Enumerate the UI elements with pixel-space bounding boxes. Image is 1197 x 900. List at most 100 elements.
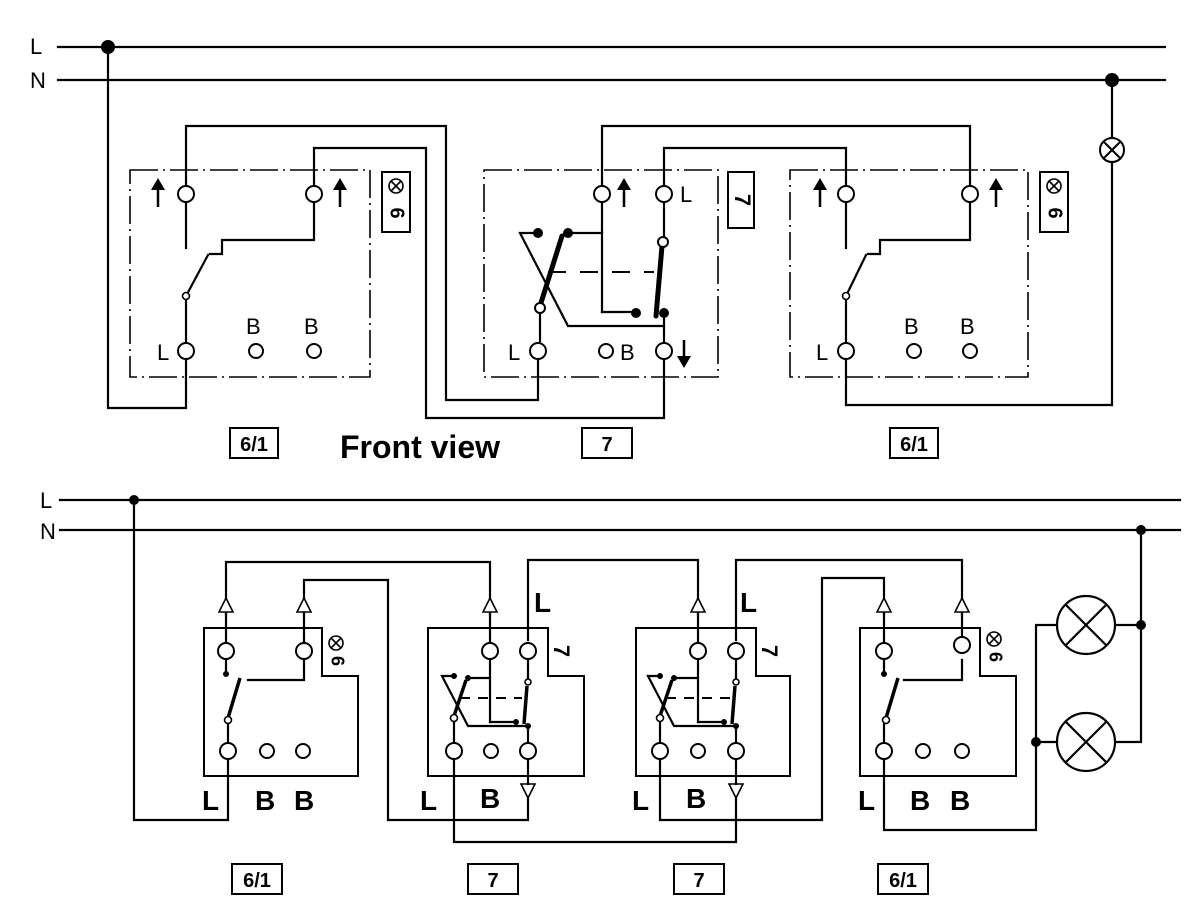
b-sw3-dot-a <box>721 719 727 725</box>
sw1-terminal-top-right <box>305 185 323 203</box>
bottom-tag-1: 6/1 <box>243 870 271 892</box>
top-tag-2-box <box>581 427 633 459</box>
sw2-up-arrow-icon <box>617 178 631 207</box>
sw3-pivot <box>841 291 851 301</box>
b-wire-traveler-2 <box>302 578 530 822</box>
b-sw3-terminal-l <box>651 742 669 760</box>
sw2-pivot-left <box>534 302 546 314</box>
sw3-terminal-top-left <box>837 185 855 203</box>
sw1-l-label: L <box>157 340 169 365</box>
b-sw3-top-l-label: L <box>740 587 757 618</box>
side-tag-7-mid-label: 7 <box>730 194 755 206</box>
sw3-lever <box>844 253 868 298</box>
b-wire-traveler-5 <box>734 558 964 642</box>
top-tag-3: 6/1 <box>900 434 928 456</box>
b-sw2-dot-a <box>513 719 519 725</box>
b-sw2-dot-b <box>451 673 457 679</box>
b-sw4-b2-label: B <box>950 785 970 816</box>
sw1-lever <box>184 253 210 298</box>
sw3-terminal-l <box>837 342 855 360</box>
sw1-terminal-b1 <box>248 343 264 359</box>
b-switch-box-3 <box>635 627 791 777</box>
sw2-down-arrow-icon <box>677 340 691 368</box>
sw2-terminal-b <box>598 343 614 359</box>
b-sw3-dot-d <box>733 723 739 729</box>
b-sw3-side-tag: 7 <box>757 645 782 657</box>
side-tag-6-right: 6 <box>1039 171 1069 233</box>
sw2-lever-right <box>653 243 665 319</box>
b-sw3-terminal-top-left <box>689 642 707 660</box>
bottom-tag-2-box <box>467 863 519 895</box>
b-sw1-wire-c <box>246 658 306 682</box>
sw3-up-arrow-left-icon <box>813 178 827 207</box>
wire-l-to-switch1 <box>106 45 188 410</box>
switch-box-2 <box>483 169 719 378</box>
b-sw2-terminal-b <box>483 743 499 759</box>
sw2-pivot-right <box>657 236 669 248</box>
b-sw1-terminal-top-left <box>217 642 235 660</box>
b-sw2-lever-right <box>522 685 529 725</box>
switch-box-3 <box>789 169 1029 378</box>
lamp-icon <box>1099 137 1125 163</box>
switch-box-1 <box>129 169 371 378</box>
b-sw2-terminal-top-right <box>519 642 537 660</box>
b-sw4-lever <box>884 677 900 719</box>
sw3-up-arrow-right-icon <box>989 178 1003 207</box>
lamp-switch-wire <box>882 623 1059 832</box>
b-sw2-terminal-top-left <box>481 642 499 660</box>
b-sw3-terminal-b <box>690 743 706 759</box>
side-tag-6-right-label: 6 <box>1044 207 1066 218</box>
b-sw4-pivot <box>881 715 891 725</box>
top-line-n-label: N <box>30 68 46 93</box>
b-sw1-l-label: L <box>202 785 219 816</box>
b-sw1-terminal-l <box>219 742 237 760</box>
sw2-b-label: B <box>620 340 635 365</box>
b-sw2-pivot-left <box>449 713 459 723</box>
b-sw1-terminal-b1 <box>259 743 275 759</box>
sw3-b2-label: B <box>960 314 975 339</box>
side-tag-7-mid: 7 <box>727 171 755 229</box>
b-sw3-x-wire <box>646 674 738 728</box>
b-sw4-lamp-mark-icon <box>986 631 1002 647</box>
b-sw2-side-tag: 7 <box>549 645 574 657</box>
sw2-contact-dot-2 <box>533 228 543 238</box>
sw2-terminal-bottom-right <box>655 342 673 360</box>
sw3-terminal-top-right <box>961 185 979 203</box>
b-sw1-lever <box>226 677 242 719</box>
top-tag-1-box <box>229 427 279 459</box>
bottom-tag-3-box <box>673 863 725 895</box>
lamp-l-junction <box>1031 737 1041 747</box>
b-sw1-side-tag: 6 <box>327 656 347 666</box>
b-wire-l-to-switch1 <box>132 498 230 822</box>
b-sw1-pivot <box>223 715 233 725</box>
sw2-x-wire <box>518 231 666 328</box>
top-tag-1: 6/1 <box>240 434 268 456</box>
b-sw4-terminal-b2 <box>954 743 970 759</box>
b-sw2-dot-d <box>525 723 531 729</box>
wire-traveler-c <box>600 124 972 188</box>
b-wire-traveler-6 <box>658 576 886 822</box>
b-switch-box-4 <box>859 627 1017 777</box>
b-sw4-terminal-top-right <box>953 636 971 654</box>
bottom-tag-4-box <box>877 863 929 895</box>
top-tag-3-box <box>889 427 939 459</box>
sw3-terminal-b1 <box>906 343 922 359</box>
sw2-terminal-top-left <box>593 185 611 203</box>
b-sw3-dot-b <box>657 673 663 679</box>
b-sw1-dot <box>223 671 229 677</box>
sw2-contact-dot-1 <box>631 308 641 318</box>
sw3-terminal-b2 <box>962 343 978 359</box>
b-sw4-b1-label: B <box>910 785 930 816</box>
sw2-contact-dot-4 <box>659 308 669 318</box>
sw1-b1-label: B <box>246 314 261 339</box>
sw2-l-label: L <box>508 340 520 365</box>
bottom-tag-2: 7 <box>487 870 498 892</box>
b-sw2-b-label: B <box>480 783 500 814</box>
b-sw1-terminal-b2 <box>295 743 311 759</box>
top-line-l-label: L <box>30 34 42 59</box>
sw1-b2-label: B <box>304 314 319 339</box>
b-sw2-top-l-label: L <box>534 587 551 618</box>
b-switch-box-2 <box>427 627 585 777</box>
b-sw4-dot <box>881 671 887 677</box>
bottom-tag-1-box <box>231 863 283 895</box>
